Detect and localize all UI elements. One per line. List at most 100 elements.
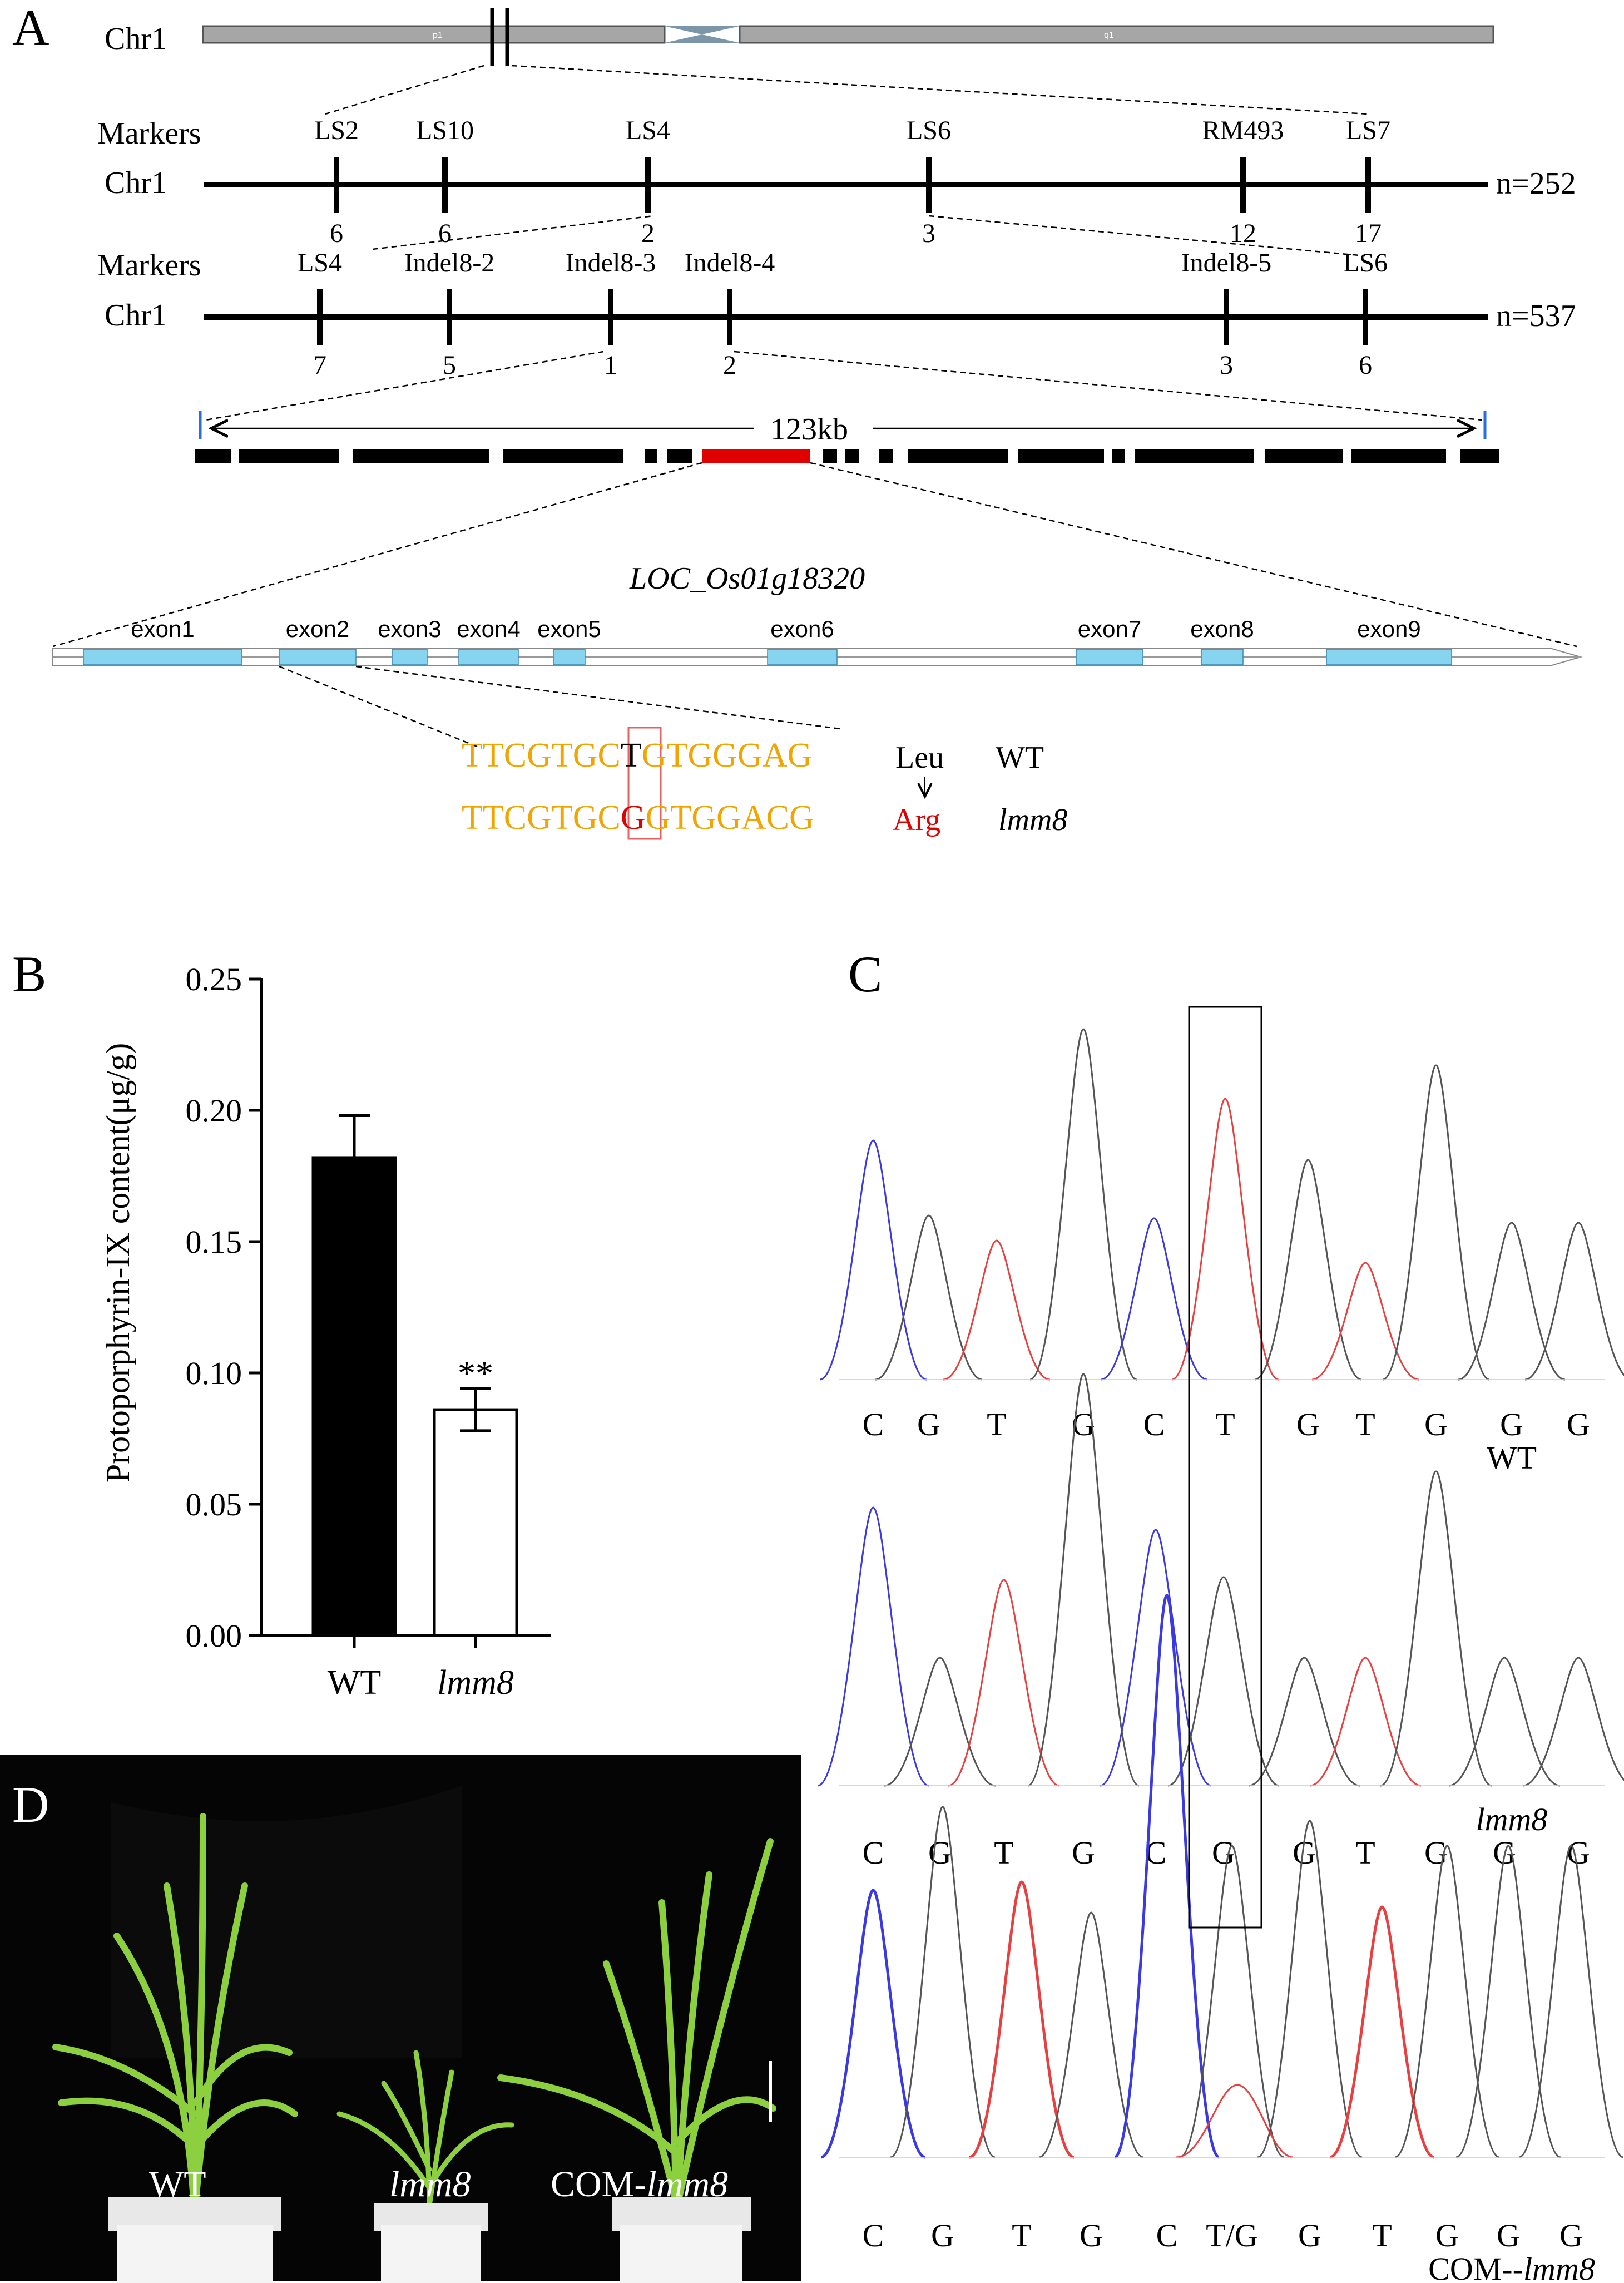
map1-marker-name: LS4 [626,116,670,145]
panel-b-letter: B [12,946,46,1002]
physical-interval: 123kb [195,411,1499,463]
map2-recombinant-count: 6 [1359,350,1372,380]
trace-peak [1167,1576,1280,1787]
exon-label: exon5 [537,616,601,642]
plant-com-lmm8 [497,1838,776,2283]
map1-recombinant-count: 6 [330,219,343,248]
map2-marker-name: Indel8-2 [404,248,495,278]
base-call: G [917,1406,940,1442]
trace-peak [1038,1911,1144,2158]
y-tick-label: 0.10 [186,1355,242,1391]
y-axis-label: Protoporphyrin-IX content(μg/g) [100,1043,136,1483]
map1-markers-label: Markers [97,116,201,151]
base-call: G [1296,1406,1320,1442]
exon-box-2 [279,649,357,665]
bars [311,1156,518,1637]
exon-label: exon4 [457,616,520,642]
y-tick-label: 0.15 [186,1224,242,1260]
trace-peak [1329,1905,1435,2159]
trace-peak [1394,1845,1500,2158]
map2-recombinant-count: 2 [723,350,736,380]
base-call: G [931,2217,954,2254]
sequence-comparison: TTCGTGCTGTGGGAG TTCGTGCGGTGGACG Leu Arg … [462,727,1067,840]
base-call: C [863,2217,884,2254]
label-wt: WT [996,740,1044,775]
base-call: T [987,1406,1006,1442]
exon-label: exon9 [1357,616,1420,642]
bar-lmm8 [433,1408,518,1637]
trace-peak [884,1657,996,1787]
trace-peak [1311,1262,1419,1381]
genetic-map-2: Markers Chr1 n=537 LS47Indel8-25Indel8-3… [97,248,1576,380]
base-call: T [994,1835,1013,1871]
trace-peak [1524,1222,1624,1381]
trace-peak [820,1889,926,2159]
trace-peak [943,1239,1051,1381]
map2-recombinant-count: 3 [1220,350,1233,380]
y-tick-label: 0.05 [186,1486,242,1523]
base-call: G [1080,2217,1103,2254]
base-call: T [1355,1406,1375,1442]
trace-peak [1518,1845,1624,2158]
exon-box-4 [458,649,519,665]
panel-a: A Chr1 p1 q1 Markers Chr1 n=252 LS26LS10… [12,0,1583,840]
map2-markers: LS47Indel8-25Indel8-31Indel8-42Indel8-53… [298,248,1388,380]
y-tick-label: 0.25 [186,961,242,997]
base-call: G [1500,1406,1523,1442]
base-call: T/G [1206,2217,1257,2254]
map2-n: n=537 [1496,299,1576,333]
map1-marker-name: RM493 [1202,116,1284,145]
base-call: G [1567,1406,1590,1442]
y-axis: 0.000.050.100.150.200.25 [186,961,551,1654]
trace-peak [1179,1845,1285,2158]
trace-peak [1100,1217,1208,1381]
exon-box-6 [767,649,838,665]
map2-marker-name: LS6 [1343,248,1388,278]
exon-box-8 [1201,649,1244,665]
trace-peak [890,1806,996,2158]
map1-recombinant-count: 3 [922,219,935,248]
gene-name: LOC_Os01g18320 [629,561,865,596]
arm-q-label: q1 [1104,31,1114,40]
map1-marker-name: LS6 [907,116,951,145]
map2-markers-label: Markers [97,248,201,283]
trace-peak [1027,1373,1140,1787]
trace-peak [1254,1159,1362,1381]
bac-contigs [195,449,1499,463]
bar-WT [311,1156,397,1637]
trace-peak [1100,1529,1212,1787]
base-call: G [1435,2217,1459,2254]
interval-size: 123kb [770,412,848,447]
exon-label: exon7 [1078,616,1141,642]
trace-peak [969,1880,1075,2159]
trace-peak [817,1506,929,1787]
mut-sequence: TTCGTGCGGTGGACG [462,799,814,837]
trace-label: WT [1487,1440,1537,1476]
plant-lmm8 [336,2050,514,2283]
map1-n: n=252 [1496,166,1576,201]
trace-peak [1171,1098,1279,1381]
trace-peak [1113,1594,1220,2159]
base-call: C [863,1406,884,1442]
base-call: T [1372,2217,1392,2254]
aa-mut: Arg [893,803,940,837]
trace-peak [1455,1845,1561,2158]
trace-peak [1380,1470,1492,1787]
arm-p-label: p1 [433,31,443,40]
base-call: G [1298,2217,1321,2254]
x-tick-label-WT: WT [328,1664,381,1702]
trace-peak [1458,1222,1566,1381]
exon-label: exon6 [770,616,834,642]
base-call: T [1012,2217,1031,2254]
map2-marker-name: Indel8-4 [685,248,775,278]
map2-recombinant-count: 5 [443,350,456,380]
exon-box-7 [1076,649,1143,665]
map1-marker-name: LS10 [416,116,474,145]
